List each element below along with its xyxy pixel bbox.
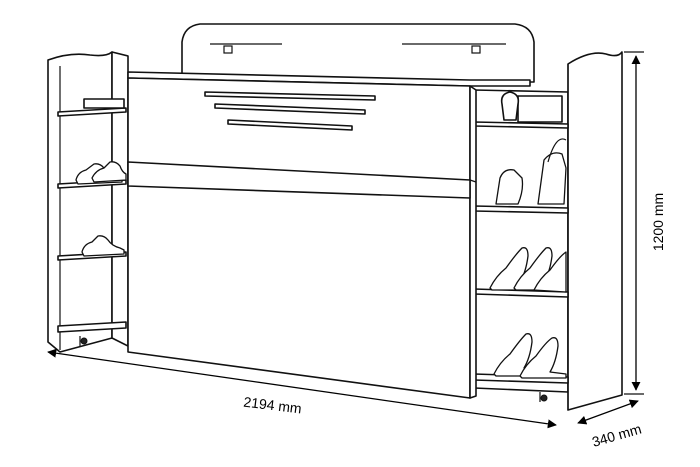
headboard	[181, 23, 535, 83]
depth-label: 340 mm	[590, 421, 643, 450]
right-shelf-unit	[473, 51, 623, 411]
width-label: 2194 mm	[243, 394, 303, 417]
height-label: 1200 mm	[650, 193, 666, 251]
height-dimension: 1200 mm	[624, 51, 666, 395]
width-dimension: 2194 mm	[47, 348, 557, 429]
bed-front-panel	[127, 71, 531, 399]
shoes-left	[75, 161, 127, 257]
left-shelf-unit	[47, 51, 129, 353]
depth-dimension: 340 mm	[577, 399, 643, 450]
